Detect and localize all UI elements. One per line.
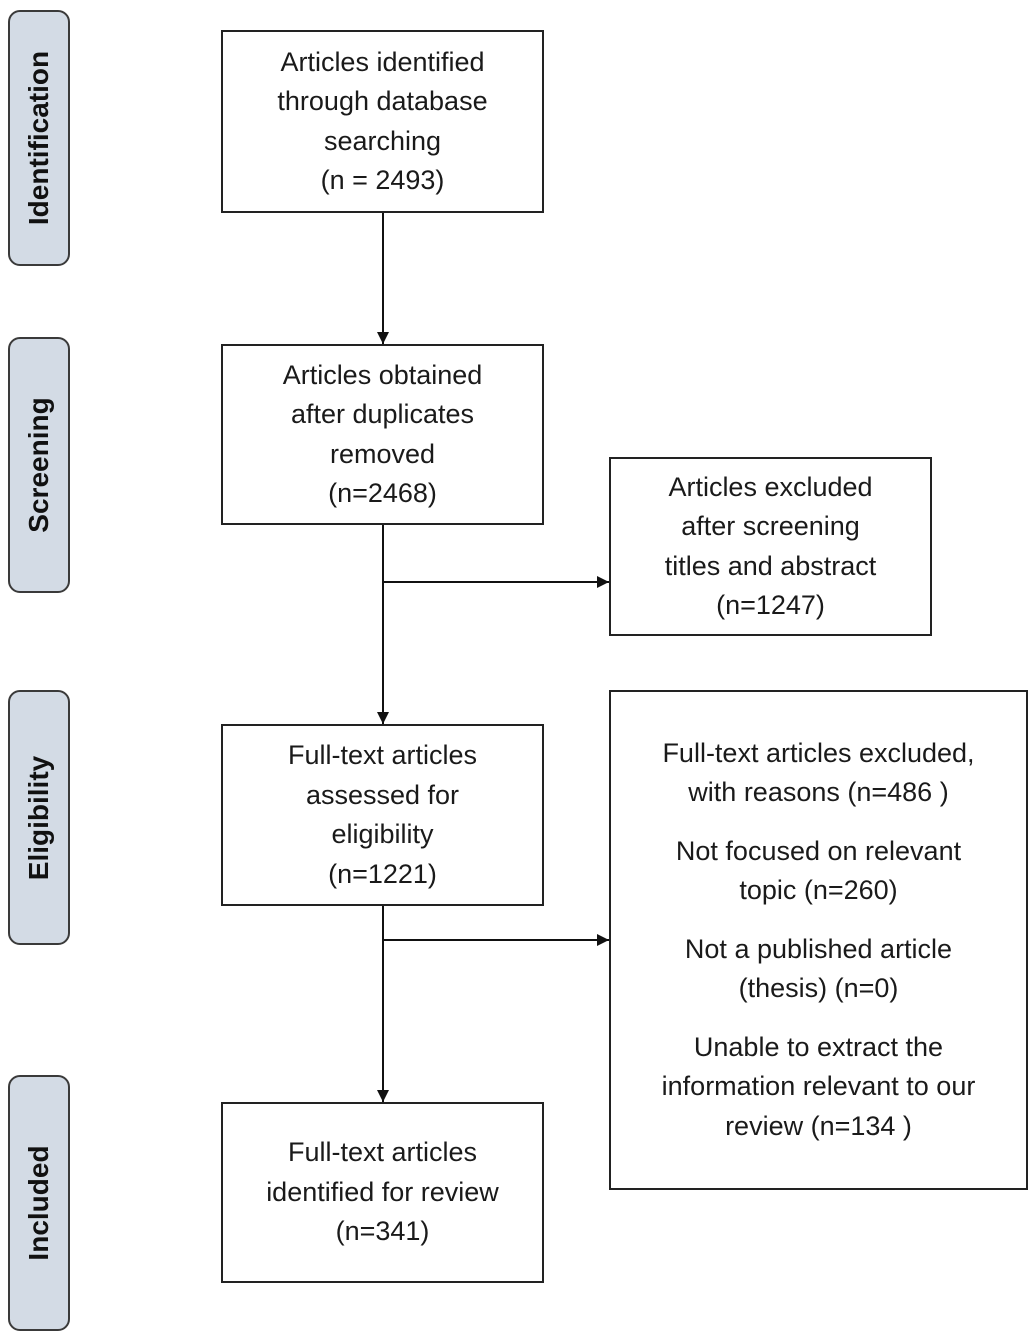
count-included-review: (n=341) — [335, 1216, 430, 1247]
exclusion-not-published: Not a published article (thesis) (n=0) — [684, 933, 953, 1004]
box-excluded-screening: Articles excluded after screening titles… — [609, 457, 932, 636]
box-full-text-exclusions: Full-text articles excluded, with reason… — [609, 690, 1028, 1190]
exclusion-not-focused: Not focused on relevant topic (n=260) — [675, 835, 962, 906]
count-identified: (n = 2493) — [320, 165, 445, 195]
count-full-text-assessed: (n=1221) — [328, 858, 437, 889]
count-after-duplicates: (n=2468) — [328, 478, 437, 508]
box-after-duplicates: Articles obtained after duplicates remov… — [221, 344, 544, 525]
box-full-text-assessed: Full-text articles assessed for eligibil… — [221, 724, 544, 906]
box-included-review: Full-text articles identified for review… — [221, 1102, 544, 1283]
exclusions-header: Full-text articles excluded, with reason… — [662, 737, 975, 808]
box-identified: Articles identified through database sea… — [221, 30, 544, 213]
count-excluded-screening: (n=1247) — [716, 590, 825, 620]
exclusion-unable-extract: Unable to extract the information releva… — [661, 1031, 976, 1141]
stage-included: Included — [8, 1075, 70, 1331]
stage-screening: Screening — [8, 337, 70, 593]
stage-identification: Identification — [8, 10, 70, 266]
stage-eligibility: Eligibility — [8, 690, 70, 945]
